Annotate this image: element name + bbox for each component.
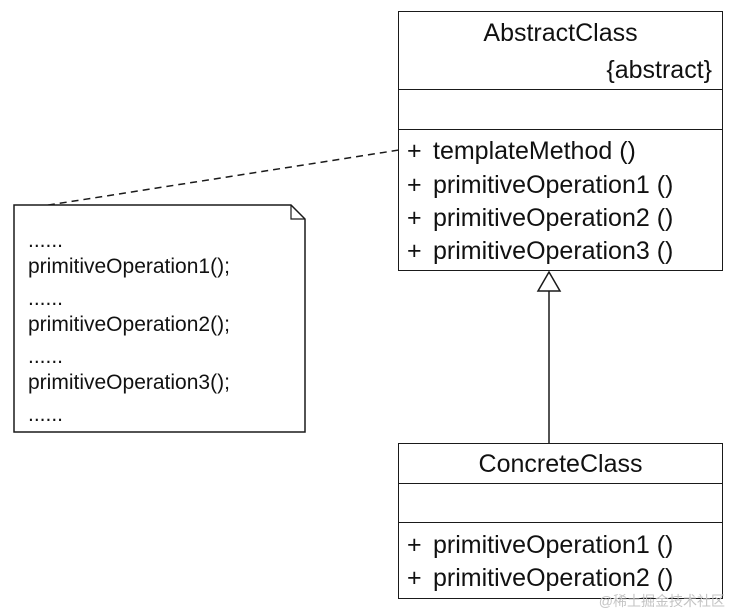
note-line: primitiveOperation1(); [28, 255, 230, 278]
attribute-divider [399, 129, 722, 130]
visibility-public: + [407, 204, 422, 232]
note-line: ...... [28, 287, 64, 310]
note-line: primitiveOperation3(); [28, 371, 230, 394]
operation-primitive-2: + primitiveOperation2 () [407, 563, 673, 593]
operation-label: primitiveOperation2 () [433, 564, 674, 592]
concrete-class-box: ConcreteClass + primitiveOperation1 () + p… [398, 443, 723, 599]
name-divider [399, 89, 722, 90]
operation-primitive-1: + primitiveOperation1 () [407, 530, 673, 560]
note-shape [13, 204, 306, 433]
note-fold-corner [290, 205, 305, 220]
note-line: ...... [28, 403, 64, 426]
visibility-public: + [407, 171, 422, 199]
operation-label: templateMethod () [433, 137, 636, 165]
visibility-public: + [407, 531, 422, 559]
concrete-class-name: ConcreteClass [478, 450, 643, 478]
abstract-class-box: AbstractClass {abstract} + templateMethod… [398, 11, 723, 271]
abstract-class-stereotype: {abstract} [606, 56, 712, 84]
operation-label: primitiveOperation1 () [433, 531, 674, 559]
abstract-class-name: AbstractClass [483, 19, 638, 47]
operation-primitive-2: + primitiveOperation2 () [407, 203, 673, 233]
visibility-public: + [407, 237, 422, 265]
note-anchor-line [35, 149, 400, 208]
watermark: @稀土掘金技术社区 [598, 593, 725, 609]
visibility-public: + [407, 564, 422, 592]
operation-template-method: + templateMethod () [407, 136, 636, 166]
operation-label: primitiveOperation2 () [433, 204, 674, 232]
name-divider [399, 483, 722, 484]
attribute-divider [399, 522, 722, 523]
note-line: primitiveOperation2(); [28, 313, 230, 336]
operation-label: primitiveOperation3 () [433, 237, 674, 265]
visibility-public: + [407, 137, 422, 165]
note-line: ...... [28, 345, 64, 368]
operation-primitive-3: + primitiveOperation3 () [407, 236, 673, 266]
operation-primitive-1: + primitiveOperation1 () [407, 170, 673, 200]
note-line: ...... [28, 229, 64, 252]
operation-label: primitiveOperation1 () [433, 171, 674, 199]
inheritance-arrowhead [536, 270, 562, 292]
